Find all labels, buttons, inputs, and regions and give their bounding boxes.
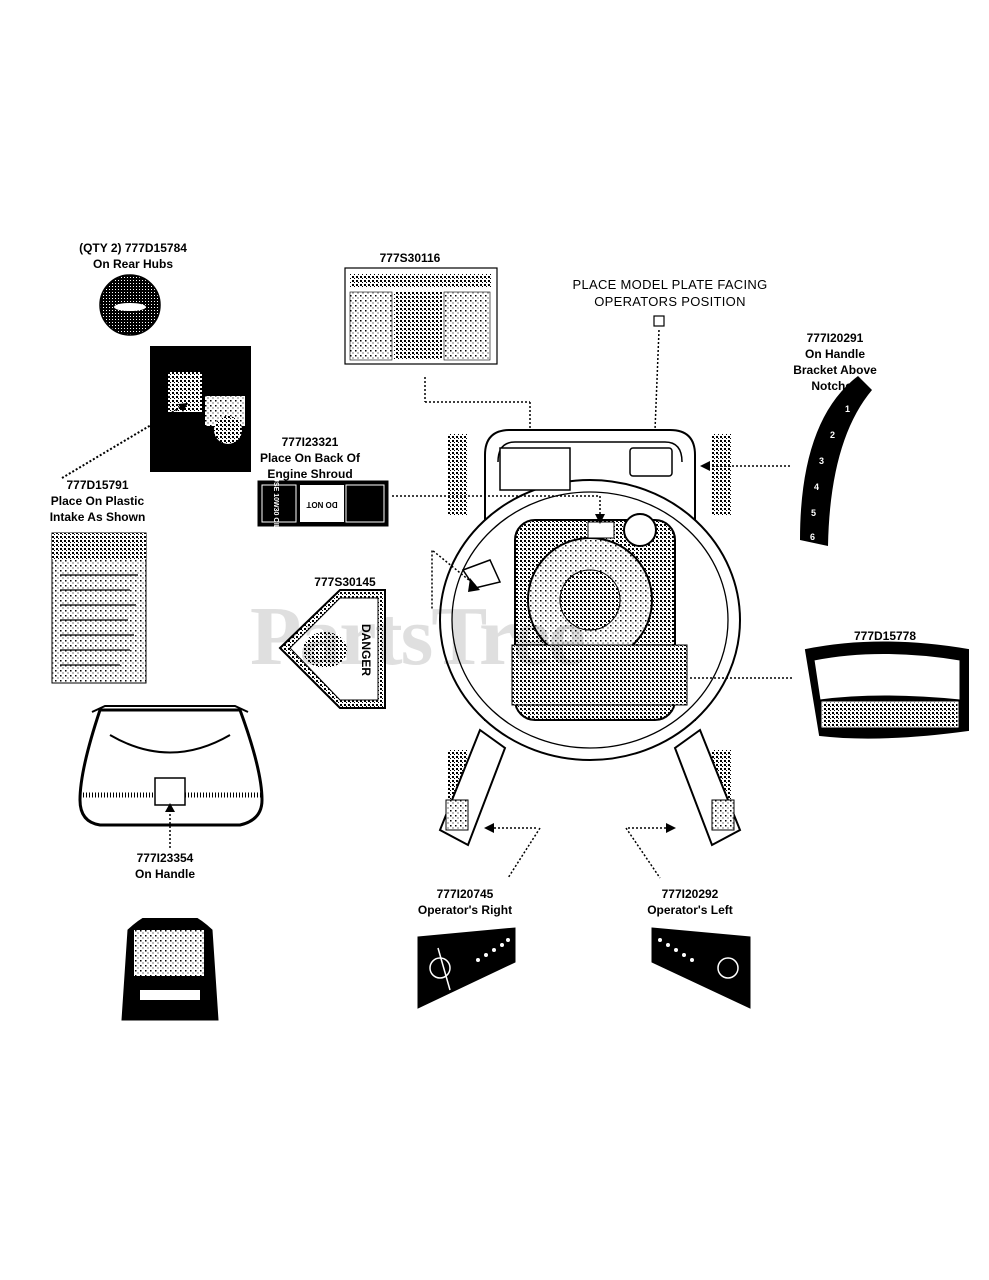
operator-left-decal bbox=[625, 823, 751, 1009]
handle-bracket-placement-2: Bracket Above bbox=[793, 363, 877, 377]
cub-cadet-decal bbox=[690, 641, 969, 739]
rear-hubs-placement: On Rear Hubs bbox=[92, 257, 173, 271]
plastic-intake-decal bbox=[51, 532, 147, 684]
rear-hub-decal bbox=[99, 274, 161, 336]
danger-decal-label: 777S30145 bbox=[290, 574, 400, 590]
operator-right-placement: Operator's Right bbox=[417, 903, 513, 917]
operator-left-placement: Operator's Left bbox=[647, 903, 733, 917]
engine-shroud-decal: USE 10W30 OIL DO NOT bbox=[257, 477, 605, 530]
handle-label: 777I23354 On Handle bbox=[100, 850, 230, 882]
notch-number-6: 6 bbox=[810, 532, 815, 542]
notch-number-4: 4 bbox=[814, 482, 819, 492]
operator-left-label: 777I20292 Operator's Left bbox=[620, 886, 760, 918]
intake-photo bbox=[61, 346, 251, 479]
handle-decal bbox=[121, 909, 219, 1021]
do-not-decal-text: DO NOT bbox=[306, 500, 337, 509]
notch-number-3: 3 bbox=[819, 456, 824, 466]
operator-right-decal bbox=[417, 823, 541, 1009]
handle-placement: On Handle bbox=[134, 867, 195, 881]
plastic-intake-label: 777D15791 Place On Plastic Intake As Sho… bbox=[25, 477, 170, 525]
operator-right-label: 777I20745 Operator's Right bbox=[395, 886, 535, 918]
handle-drawing bbox=[78, 705, 264, 848]
handle-bracket-placement-1: On Handle bbox=[804, 347, 865, 361]
rear-hubs-label: (QTY 2) 777D15784 On Rear Hubs bbox=[58, 240, 208, 272]
handle-bracket-part-number: 777I20291 bbox=[806, 331, 864, 345]
danger-decal: DANGER bbox=[278, 548, 480, 709]
operator-left-part-number: 777I20292 bbox=[661, 887, 719, 901]
engine-shroud-placement-1: Place On Back Of bbox=[259, 451, 361, 465]
operator-right-part-number: 777I20745 bbox=[436, 887, 494, 901]
notch-number-2: 2 bbox=[830, 430, 835, 440]
engine-shroud-placement-2: Engine Shroud bbox=[267, 467, 353, 481]
handle-part-number: 777I23354 bbox=[136, 851, 194, 865]
handle-notch-decal: 1 2 3 4 5 6 bbox=[700, 376, 872, 546]
danger-decal-part-number: 777S30145 bbox=[314, 575, 376, 589]
cub-decal-part-number: 777D15778 bbox=[853, 629, 917, 643]
cub-decal-label: 777D15778 bbox=[830, 628, 940, 644]
plastic-intake-placement-1: Place On Plastic bbox=[50, 494, 145, 508]
top-decal-label: 777S30116 bbox=[350, 250, 470, 266]
handle-bracket-label: 777I20291 On Handle Bracket Above Notche… bbox=[770, 330, 900, 394]
model-plate-label: PLACE MODEL PLATE FACING OPERATORS POSIT… bbox=[540, 276, 800, 310]
rear-hubs-part-number: (QTY 2) 777D15784 bbox=[79, 241, 187, 255]
top-safety-decal bbox=[344, 267, 536, 470]
engine-shroud-label: 777I23321 Place On Back Of Engine Shroud bbox=[245, 434, 375, 482]
notch-number-1: 1 bbox=[845, 404, 850, 414]
oil-decal-text: USE 10W30 OIL bbox=[272, 477, 279, 530]
plastic-intake-part-number: 777D15791 bbox=[66, 478, 129, 492]
danger-decal-text: DANGER bbox=[359, 624, 373, 676]
engine-shroud-part-number: 777I23321 bbox=[281, 435, 339, 449]
mower-body bbox=[438, 429, 742, 847]
notch-number-5: 5 bbox=[811, 508, 816, 518]
top-decal-part-number: 777S30116 bbox=[379, 251, 441, 265]
plastic-intake-placement-2: Intake As Shown bbox=[49, 510, 146, 524]
model-plate-line-1: PLACE MODEL PLATE FACING bbox=[572, 277, 768, 292]
watermark: PartsTree bbox=[250, 590, 585, 683]
model-plate-line-2: OPERATORS POSITION bbox=[594, 294, 746, 309]
